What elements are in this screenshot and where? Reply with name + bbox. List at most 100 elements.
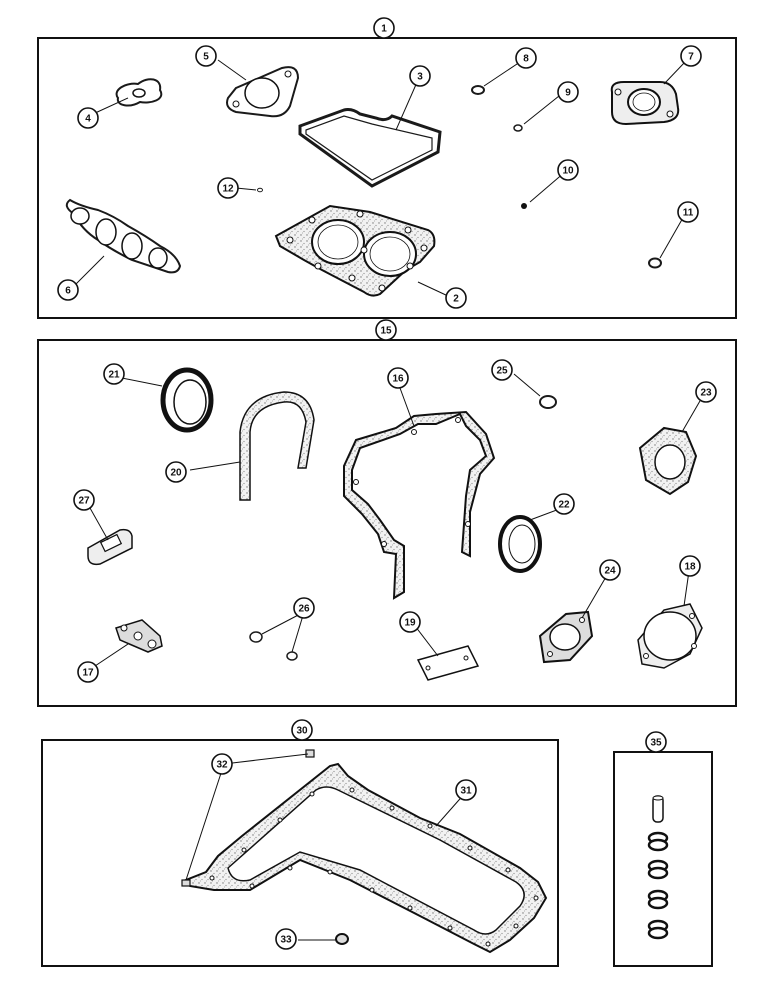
callout-5: 5 — [195, 45, 217, 67]
callout-number: 22 — [558, 500, 570, 511]
valve-seal-3 — [647, 889, 669, 910]
callout-number: 33 — [280, 935, 292, 946]
callout-circle — [491, 359, 513, 381]
callout-number: 6 — [65, 286, 71, 297]
callout-17: 17 — [77, 661, 99, 683]
callout-circle — [680, 45, 702, 67]
callout-circle — [293, 597, 315, 619]
callout-24: 24 — [599, 559, 621, 581]
callout-number: 18 — [684, 562, 696, 573]
callout-22: 22 — [553, 493, 575, 515]
callout-circle — [409, 65, 431, 87]
part-33-washer — [335, 933, 349, 945]
callout-circle — [399, 611, 421, 633]
part-35-valve-seals — [647, 795, 669, 940]
part-12-tiny-ring — [257, 187, 263, 193]
part-23-housing-gasket — [638, 426, 698, 496]
callout-21: 21 — [103, 363, 125, 385]
callout-number: 31 — [460, 786, 472, 797]
callout-number: 19 — [404, 618, 416, 629]
callout-number: 10 — [562, 166, 574, 177]
callout-9: 9 — [557, 81, 579, 103]
part-17-pump-gasket — [115, 619, 163, 653]
callout-circle — [373, 17, 395, 39]
callout-4: 4 — [77, 107, 99, 129]
callout-2: 2 — [445, 287, 467, 309]
callout-32: 32 — [211, 753, 233, 775]
callout-number: 30 — [296, 726, 308, 737]
callout-33: 33 — [275, 928, 297, 950]
part-6-manifold-gasket — [65, 198, 182, 274]
callout-number: 1 — [381, 24, 387, 35]
callout-26: 26 — [293, 597, 315, 619]
callout-12: 12 — [217, 177, 239, 199]
group-label-1: 1 — [373, 17, 395, 39]
callout-circle — [599, 559, 621, 581]
part-20-rear-seal-gasket — [239, 391, 315, 501]
callout-circle — [557, 159, 579, 181]
callout-circle — [375, 319, 397, 341]
callout-number: 15 — [380, 326, 392, 337]
callout-number: 2 — [453, 294, 459, 305]
callout-circle — [387, 367, 409, 389]
callout-number: 24 — [604, 566, 616, 577]
callout-circle — [103, 363, 125, 385]
callout-number: 8 — [523, 54, 529, 65]
callout-number: 35 — [650, 738, 662, 749]
callout-circle — [77, 661, 99, 683]
part-8-washer — [471, 85, 485, 95]
callout-circle — [275, 928, 297, 950]
callout-3: 3 — [409, 65, 431, 87]
part-21-oil-seal — [160, 367, 214, 433]
part-11-ring — [648, 257, 662, 269]
callout-number: 5 — [203, 52, 209, 63]
callout-number: 32 — [216, 760, 228, 771]
callout-number: 4 — [85, 114, 91, 125]
part-22-seal — [498, 515, 542, 573]
callout-circle — [553, 493, 575, 515]
callout-number: 7 — [688, 52, 694, 63]
callout-layer: 1153035234567891011121617181920212223242… — [57, 17, 717, 950]
part-19-strip-gasket — [416, 645, 480, 681]
callout-25: 25 — [491, 359, 513, 381]
group-label-30: 30 — [291, 719, 313, 741]
callout-circle — [557, 81, 579, 103]
callout-6: 6 — [57, 279, 79, 301]
part-31-oil-pan-gasket — [184, 762, 548, 954]
valve-seal-4 — [647, 919, 669, 940]
callout-circle — [73, 489, 95, 511]
callout-number: 9 — [565, 88, 571, 99]
callout-16: 16 — [387, 367, 409, 389]
callout-circle — [195, 45, 217, 67]
callout-circle — [291, 719, 313, 741]
callout-number: 16 — [392, 374, 404, 385]
callout-circle — [77, 107, 99, 129]
callout-number: 25 — [496, 366, 508, 377]
part-27-flange-gasket — [87, 528, 133, 566]
callout-7: 7 — [680, 45, 702, 67]
part-9-washer — [513, 124, 523, 132]
valve-seal-2 — [647, 859, 669, 880]
part-5-elbow-gasket — [226, 66, 300, 118]
callout-number: 26 — [298, 604, 310, 615]
callout-8: 8 — [515, 47, 537, 69]
callout-number: 27 — [78, 496, 90, 507]
callout-18: 18 — [679, 555, 701, 577]
callout-10: 10 — [557, 159, 579, 181]
callout-circle — [515, 47, 537, 69]
callout-circle — [679, 555, 701, 577]
part-18-cover-gasket — [637, 603, 703, 669]
callout-20: 20 — [165, 461, 187, 483]
callout-circle — [165, 461, 187, 483]
part-7-flange-gasket — [610, 81, 680, 126]
callout-31: 31 — [455, 779, 477, 801]
callout-number: 11 — [683, 208, 694, 219]
callout-number: 12 — [222, 184, 234, 195]
callout-circle — [445, 287, 467, 309]
callout-11: 11 — [677, 201, 699, 223]
callout-23: 23 — [695, 381, 717, 403]
valve-seal-1 — [647, 831, 669, 852]
callout-27: 27 — [73, 489, 95, 511]
callout-number: 23 — [700, 388, 712, 399]
